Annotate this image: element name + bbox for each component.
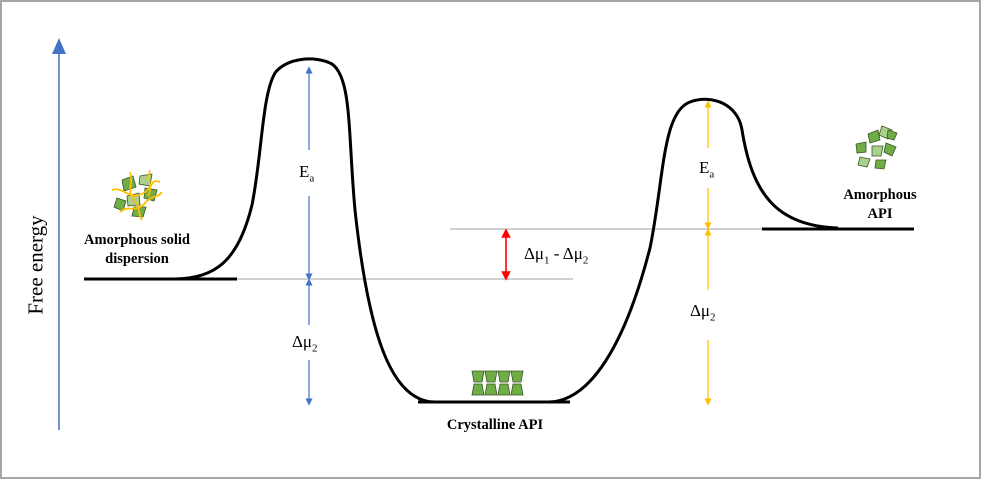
amorphous-particles-icon [855,125,898,170]
asd-label: Amorphous solid dispersion [62,231,212,269]
amorphous-api-label: Amorphous API [815,186,945,224]
asd-particles-icon [111,169,163,221]
amorphous-label-line1: Amorphous [843,187,917,203]
crystalline-label-text: Crystalline API [446,417,544,433]
dmu2-right-label: Δμ2 [690,301,716,324]
y-axis-arrowhead [52,38,66,54]
ea-left-label: Ea [299,162,315,185]
asd-label-line1: Amorphous solid [84,232,190,248]
crystalline-label: Crystalline API [420,416,570,435]
dmu2-left-label: Δμ2 [292,332,318,355]
ea-right-label: Ea [699,158,715,181]
asd-label-line2: dispersion [105,251,169,267]
crystal-lattice-icon [471,370,524,396]
amorphous-label-line2: API [867,206,893,222]
y-axis-label: Free energy [23,215,48,315]
energy-curve [174,57,839,404]
dmu-difference-label: Δμ1 - Δμ2 [524,244,589,267]
